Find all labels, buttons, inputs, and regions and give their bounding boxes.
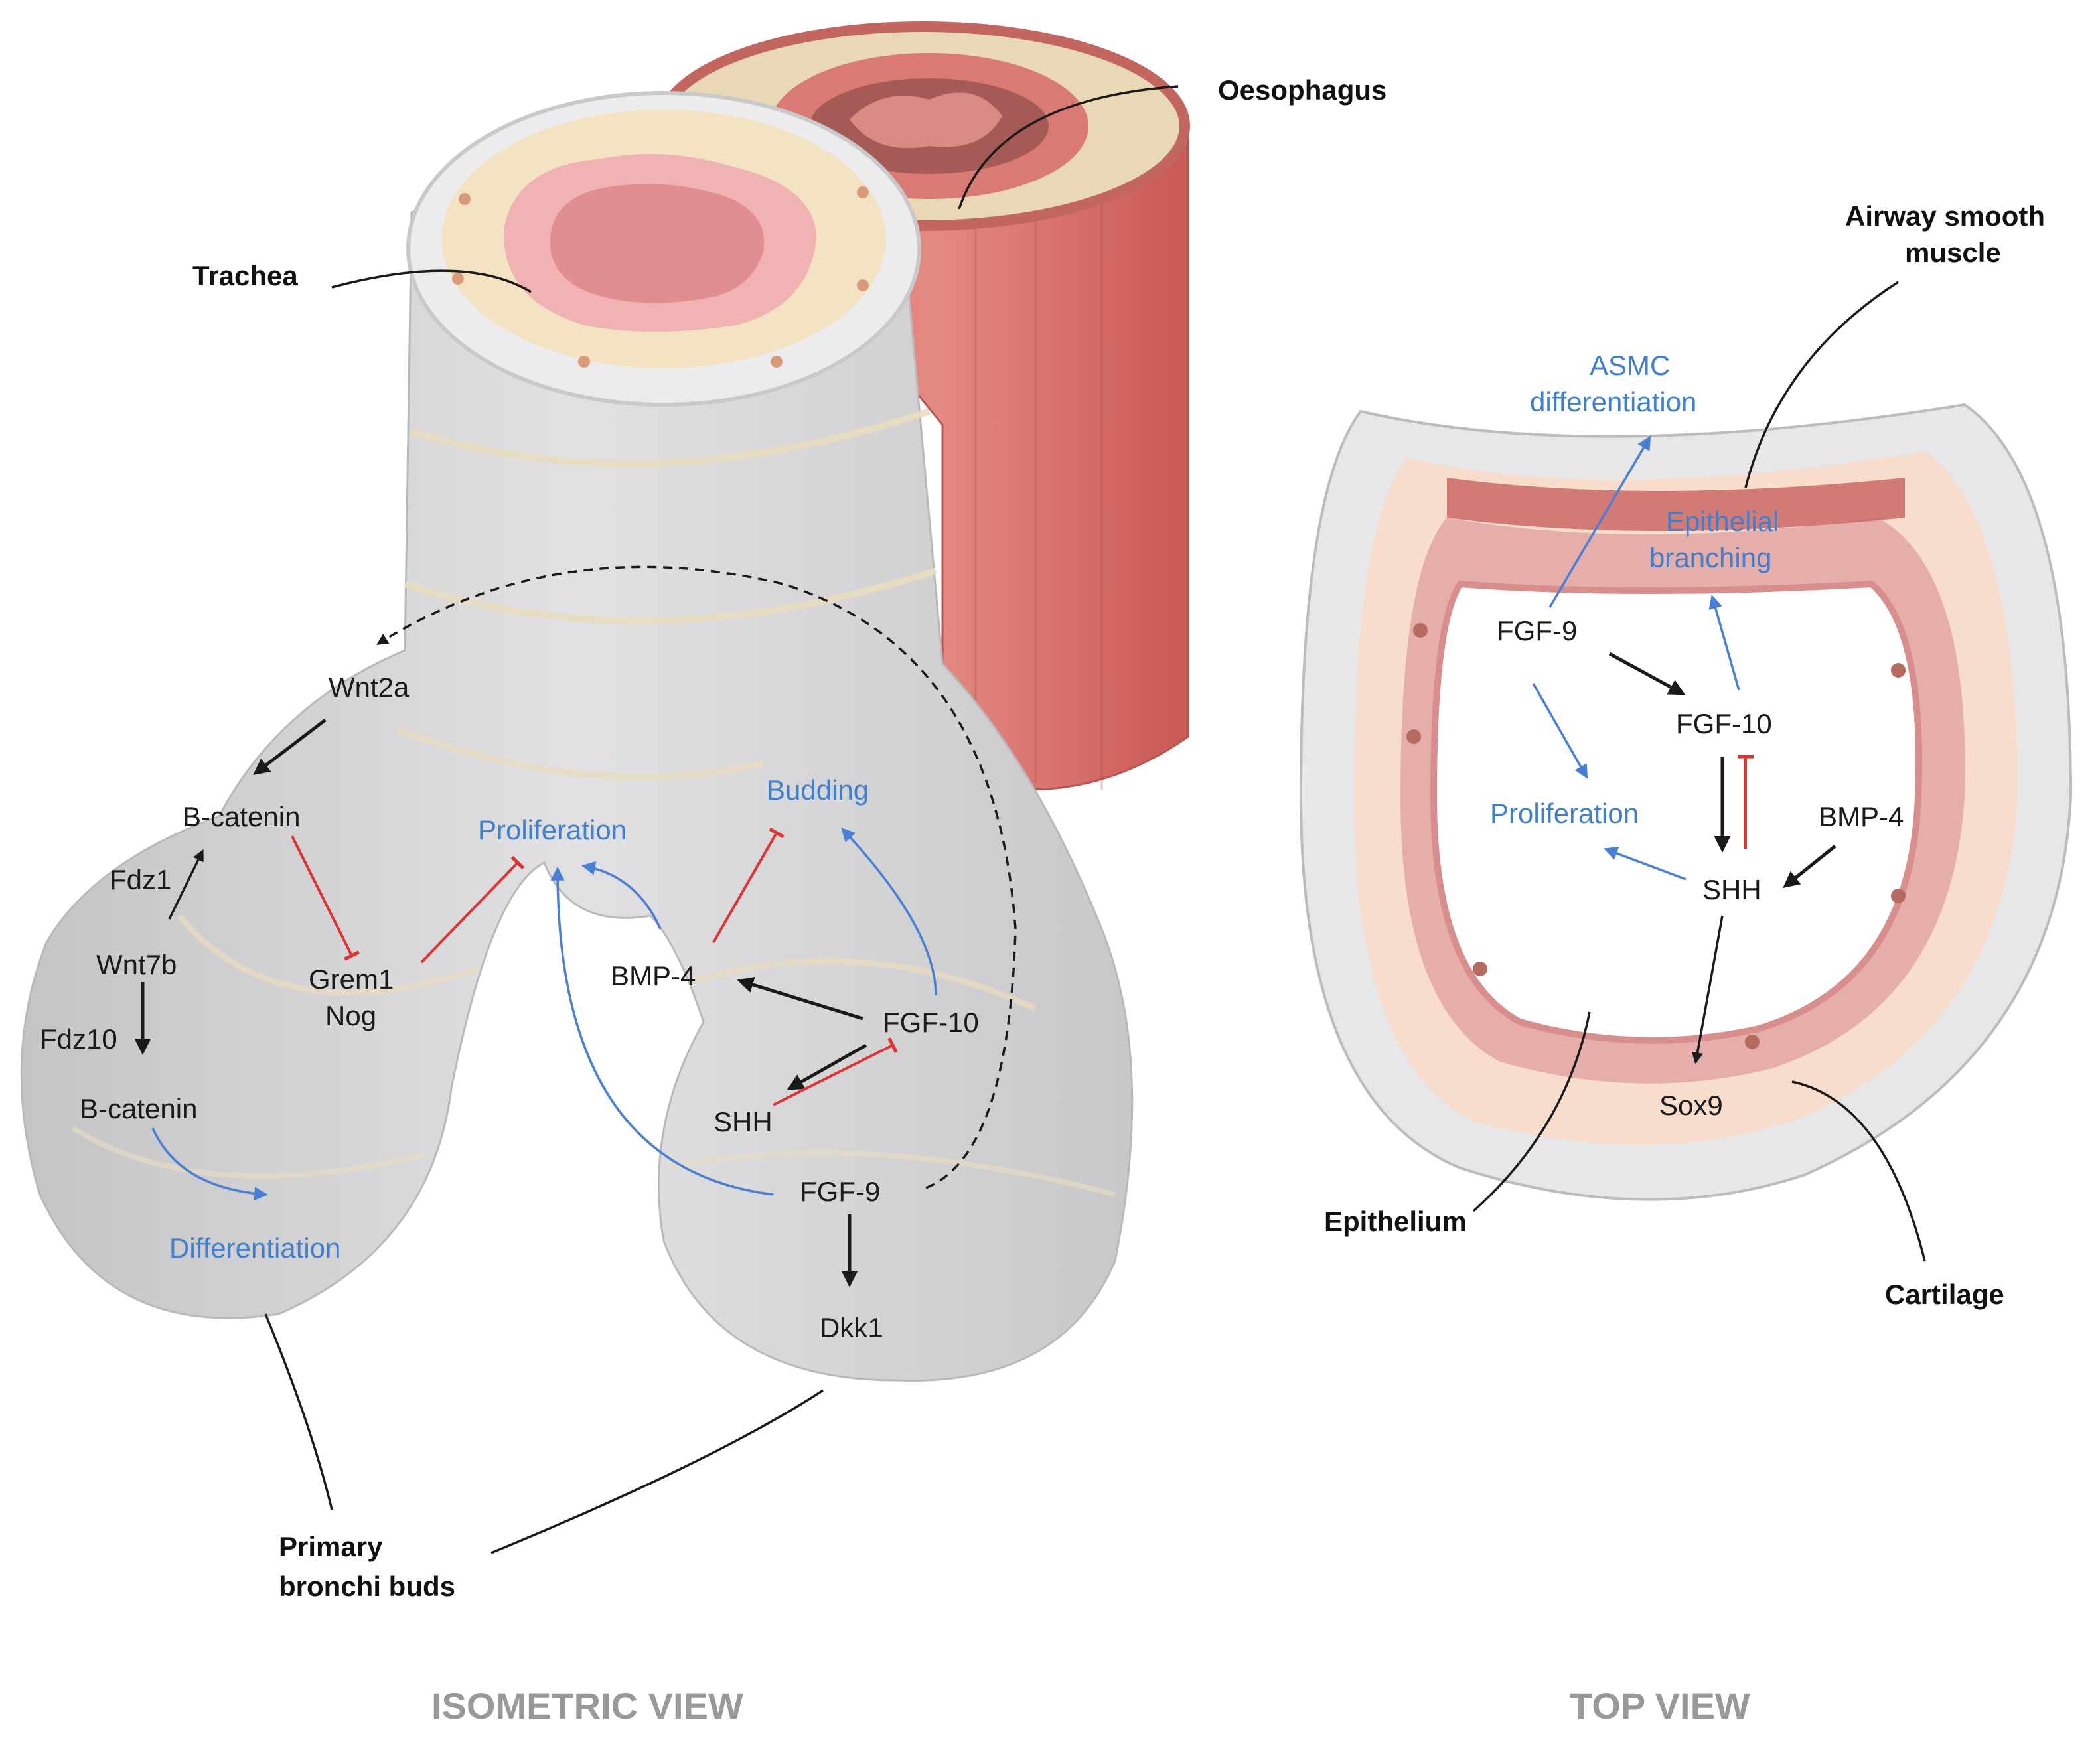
label-bcatenin-bottom: B-catenin	[80, 1093, 197, 1124]
isometric-labels: Wnt2a B-catenin Fdz1 Wnt7b Fdz10 B-caten…	[40, 672, 979, 1343]
label-shh: SHH	[713, 1106, 773, 1137]
label-fgf9: FGF-9	[800, 1176, 880, 1207]
leader-lines	[264, 85, 1926, 1554]
label-wnt7b: Wnt7b	[96, 949, 177, 980]
arrow-shh-to-sox9	[1691, 915, 1724, 1064]
arrow-fdz1-to-bcatenin	[168, 849, 204, 920]
label-fdz1: Fdz1	[110, 864, 171, 895]
arrow-fgf10-to-budding	[841, 827, 937, 996]
isometric-illustration	[20, 21, 1190, 1382]
top-view-title: TOP VIEW	[1570, 1685, 1750, 1727]
isometric-arrows	[134, 565, 1017, 1287]
label-top-fgf10: FGF-10	[1676, 708, 1772, 739]
inhibit-grem1-proliferation	[420, 855, 525, 964]
label-top-fgf9: FGF-9	[1497, 615, 1577, 646]
label-top-bmp4: BMP-4	[1819, 801, 1904, 832]
arrow-fgf10-to-branching	[1708, 594, 1740, 691]
structure-labels: Oesophagus Trachea Airway smooth muscle …	[192, 74, 2045, 1602]
arrow-bmp4-to-shh	[1783, 845, 1837, 889]
arrow-fgf10-to-bmp4	[737, 976, 863, 1021]
inhibit-bcatenin-grem1	[291, 835, 360, 961]
inhibit-bmp4-budding	[712, 827, 785, 943]
label-epithelial-1: Epithelial	[1666, 506, 1779, 537]
arrow-shh-to-proliferation	[1604, 847, 1687, 881]
label-trachea: Trachea	[192, 260, 298, 291]
label-airway-smooth-1: Airway smooth	[1845, 200, 2045, 232]
arrow-fgf9-to-proliferation	[1532, 683, 1588, 779]
arrow-bcatenin-to-differentiation	[151, 1127, 269, 1201]
label-primary-bronchi-2: bronchi buds	[279, 1571, 455, 1602]
label-dkk1: Dkk1	[820, 1312, 883, 1343]
label-fgf10: FGF-10	[883, 1007, 979, 1038]
top-view-illustration	[1299, 403, 2073, 1201]
label-asmc-2: differentiation	[1530, 386, 1696, 417]
label-wnt2a: Wnt2a	[329, 672, 410, 703]
label-oesophagus: Oesophagus	[1218, 74, 1387, 106]
label-budding: Budding	[767, 774, 869, 806]
label-differentiation: Differentiation	[169, 1232, 340, 1264]
top-view-arrows	[1532, 435, 1837, 1064]
label-primary-bronchi-1: Primary	[279, 1531, 383, 1562]
trachea-cross-section	[406, 91, 921, 407]
label-proliferation: Proliferation	[478, 814, 627, 845]
label-top-proliferation: Proliferation	[1490, 798, 1639, 829]
arrow-bmp4-to-proliferation	[581, 861, 662, 930]
label-top-sox9: Sox9	[1659, 1090, 1723, 1121]
label-epithelial-2: branching	[1649, 542, 1771, 573]
arrow-fgf9-to-asmc	[1548, 435, 1651, 608]
arrow-fgf9-to-fgf10	[1608, 652, 1686, 695]
trachea-and-bronchi-body	[20, 168, 1134, 1382]
label-epithelium: Epithelium	[1324, 1206, 1467, 1237]
label-asmc-1: ASMC	[1590, 350, 1670, 381]
label-bmp4: BMP-4	[611, 960, 696, 991]
inhibit-shh-fgf10	[773, 1037, 898, 1106]
label-airway-smooth-2: muscle	[1905, 237, 2001, 268]
label-grem1: Grem1	[309, 964, 394, 995]
label-fdz10: Fdz10	[40, 1023, 117, 1054]
label-top-shh: SHH	[1702, 874, 1762, 905]
arrow-wnt2a-to-bcatenin	[253, 719, 327, 776]
arrow-fgf9-to-proliferation	[550, 866, 774, 1196]
arrow-fgf10-to-shh	[787, 1043, 867, 1090]
label-bcatenin-top: B-catenin	[183, 801, 300, 832]
label-cartilage: Cartilage	[1885, 1279, 2004, 1310]
top-view-labels: ASMC differentiation Epithelial branchin…	[1490, 350, 1904, 1121]
label-nog: Nog	[325, 1000, 376, 1031]
isometric-view-title: ISOMETRIC VIEW	[431, 1685, 743, 1727]
